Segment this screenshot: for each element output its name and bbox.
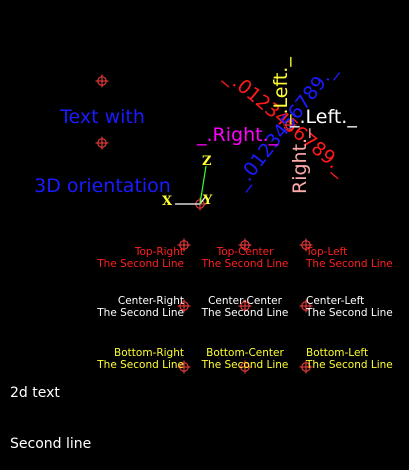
- label-bottom-right: Bottom-Right The Second Line: [84, 347, 184, 371]
- label-center-right-line2: The Second Line: [97, 307, 184, 319]
- label-bottom-left-line1: Bottom-Left: [306, 347, 369, 359]
- label-bottom-right-line2: The Second Line: [97, 359, 184, 371]
- axis-tripod: X Y Z: [162, 154, 213, 209]
- label-bottom-center: Bottom-Center The Second Line: [195, 347, 295, 371]
- label-center-left-line1: Center-Left: [306, 295, 365, 307]
- label-top-right-line1: Top-Right: [134, 246, 184, 258]
- label-center-center-line1: Center-Center: [208, 295, 282, 307]
- text-2d: 2d text Second line: [10, 351, 91, 470]
- label-bottom-center-line1: Bottom-Center: [206, 347, 284, 359]
- label-bottom-left: Bottom-Left The Second Line: [306, 347, 406, 371]
- label-top-left-line2: The Second Line: [306, 258, 393, 270]
- label-top-center-line1: Top-Center: [216, 246, 274, 258]
- label-center-left: Center-Left The Second Line: [306, 295, 406, 319]
- text-rot-left: _.Left._: [270, 57, 292, 125]
- label-top-left-line1: Top-Left: [306, 246, 348, 258]
- label-top-left: Top-Left The Second Line: [306, 246, 406, 270]
- oriented-text-group: _.0123456789._ _.0123456789._ _.Left._ R…: [196, 57, 357, 194]
- title-line-2: 3D orientation: [34, 175, 171, 197]
- axis-z-label: Z: [202, 154, 212, 169]
- label-bottom-center-line2: The Second Line: [201, 359, 289, 371]
- text-right-horizontal: _.Right._: [196, 124, 279, 146]
- label-top-right-line2: The Second Line: [97, 258, 184, 270]
- label-center-right: Center-Right The Second Line: [84, 295, 184, 319]
- text-left-horizontal: _.Left._: [289, 106, 357, 128]
- label-center-left-line2: The Second Line: [306, 307, 393, 319]
- label-center-center: Center-Center The Second Line: [195, 295, 295, 319]
- text-rot-right: Right._: [289, 128, 311, 194]
- title-3d-orientation: Text with 3D orientation: [0, 60, 205, 221]
- label-center-center-line2: The Second Line: [201, 307, 289, 319]
- label-bottom-left-line2: The Second Line: [306, 359, 393, 371]
- title-line-1: Text with: [60, 106, 145, 128]
- label-center-right-line1: Center-Right: [117, 295, 184, 307]
- axis-x-label: X: [162, 194, 173, 209]
- scene-canvas: X Y Z _.0123456789._ _.0123456789._ _.Le…: [95, 57, 357, 374]
- text-2d-line1: 2d text: [10, 385, 60, 401]
- axis-y-label: Y: [202, 193, 213, 208]
- label-top-center-line2: The Second Line: [201, 258, 289, 270]
- label-top-center: Top-Center The Second Line: [195, 246, 295, 270]
- text-2d-line2: Second line: [10, 436, 92, 452]
- label-bottom-right-line1: Bottom-Right: [114, 347, 184, 359]
- label-top-right: Top-Right The Second Line: [84, 246, 184, 270]
